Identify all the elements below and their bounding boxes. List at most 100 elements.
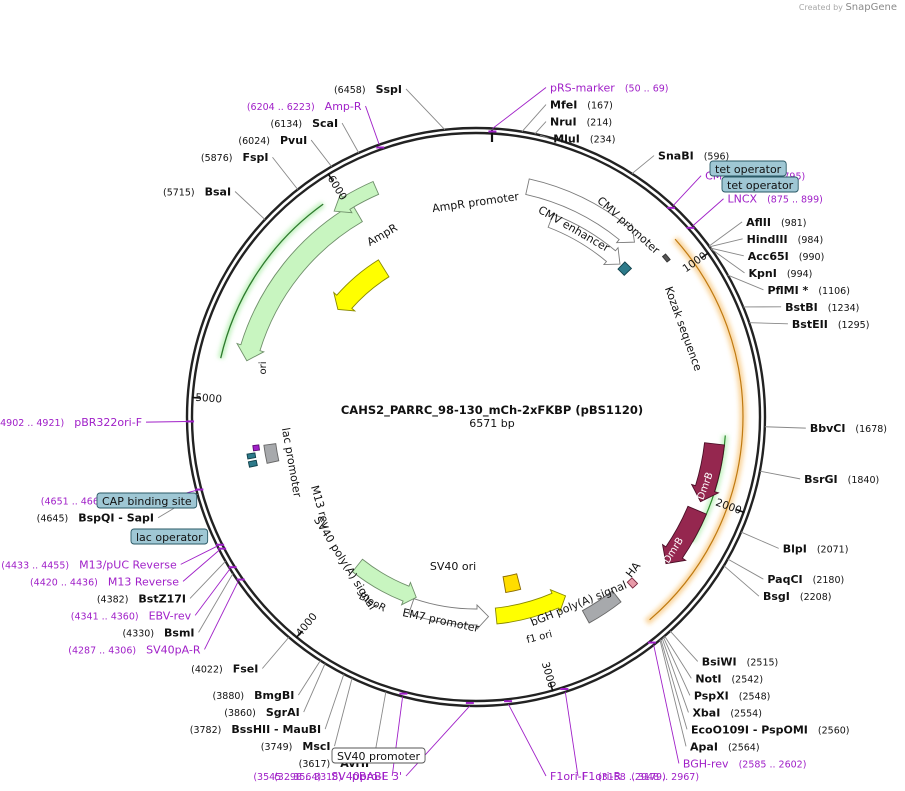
enzyme-leader [334,677,353,747]
feature-label: f1 ori [525,629,553,646]
ampr-arrow [236,203,363,362]
enzyme-leader [659,639,687,747]
enzyme-label: BstEII(1295) [792,318,869,331]
enzyme-position: (4330) [122,628,154,639]
enzyme-position: (5715) [163,188,195,199]
enzyme-label: (6134)ScaI [271,117,339,130]
leader-layer [146,87,806,777]
enzyme-position: (3617) [299,759,331,770]
primer-range: (6204 .. 6223) [247,102,315,113]
enzyme-label: KpnI(994) [749,267,813,280]
tick-mark [327,173,334,182]
credit-prefix: Created by [798,3,843,12]
boxed-feature-frame [96,492,198,509]
primer-label: (3298 .. 3318)pBABE 3' [274,770,402,783]
primer-label: F1ori-F (3158 .. 3179) [550,770,666,783]
ori-arrow [332,259,390,312]
enzyme-position: (234) [590,135,616,146]
enzyme-position: (2542) [731,674,763,685]
enzyme-name: FspI [242,151,268,164]
enzyme-name: BmgBI [254,689,294,702]
primer-leader [672,175,702,206]
enzyme-position: (4382) [97,594,129,605]
enzyme-name: MscI [302,740,330,753]
snapgene-credit: Created by SnapGene [799,2,897,13]
enzyme-name: HindIII [747,233,788,246]
enzyme-name: SnaBI [658,150,694,163]
primer-name: pRS-marker [550,82,615,95]
enzyme-label: (6458)SspI [334,83,402,96]
kozak-block [617,261,633,276]
backbone-outer [185,126,767,708]
enzyme-position: (2071) [817,544,849,555]
primer-leader [492,87,547,129]
primer-range: (4341 .. 4360) [71,611,139,622]
enzyme-name: PaqCI [767,573,802,586]
enzyme-name: BspQI - SapI [78,512,154,525]
feature-label: AmpR [365,221,400,249]
cmv-enhancer-arrow [525,178,636,244]
primer-range: (4651 .. 4668) [41,497,109,508]
tick-mark [191,396,201,399]
enzyme-position: (1234) [828,303,860,314]
enzyme-leader [261,636,290,669]
enzyme-name: BstZ17I [138,592,186,605]
enzyme-position: (3880) [213,691,245,702]
cmv-promoter-arrow [547,213,621,266]
enzyme-leader [669,630,699,662]
primer-label: LNCX(875 .. 899) [728,193,823,206]
enzyme-name: AflII [746,216,771,229]
enzyme-name: BsiWI [702,655,737,668]
enzyme-label: (4330)BsmI [122,626,194,639]
feature-label: SV40 ori [430,560,476,573]
enzyme-leader [303,663,326,713]
enzyme-name: BsgI [763,590,790,603]
dmrb-arrow-2 [661,505,707,565]
enzyme-position: (6458) [334,85,366,96]
enzyme-position: (984) [798,235,824,246]
enzyme-leader [740,531,779,549]
enzyme-leader [661,637,689,713]
enzyme-name: FseI [233,662,259,675]
tick-mark [701,252,710,259]
cap-block [247,459,258,468]
enzyme-label: EcoO109I - PspOMI(2560) [691,723,850,736]
enzyme-leader [759,470,801,480]
enzyme-name: BssHII - MauBI [231,723,321,736]
enzyme-name: BsrGI [804,473,837,486]
primer-name: F1ori-F [550,770,588,783]
orf-line [649,238,744,621]
enzyme-label: PflMI *(1106) [767,284,849,297]
boxed-feature-label: tet operator [727,179,794,192]
enzyme-leader [710,248,745,274]
enzyme-name: BlpI [783,542,807,555]
enzyme-position: (1295) [838,320,870,331]
enzyme-label: (4382) BstZ17I [97,592,186,605]
primer-range: (2585 .. 2602) [739,759,807,770]
primer-name: Amp-R [325,100,362,113]
enzyme-label: SnaBI(596) [658,150,729,163]
enzyme-name: XbaI [692,706,720,719]
primer-range: (3298 .. 3318) [274,772,342,783]
primer-label: (3545 .. 3564)SV40pro-F [253,770,388,783]
bleor-arrow [351,558,417,606]
enzyme-leader [521,104,547,132]
primer-range: (3158 .. 3179) [598,772,666,783]
kozak-mark [661,253,671,263]
enzyme-name: NruI [550,116,577,129]
tick-mark [295,630,303,639]
boxed-feature: CAP binding site [96,492,198,509]
ampr-promoter-arrow [333,180,380,214]
enzyme-label: (3860)SgrAI [224,706,299,719]
primer-label: (4287 .. 4306)SV40pA-R [68,643,201,656]
boxed-feature: lac operator [130,528,209,545]
enzyme-name: NotI [695,672,721,685]
enzyme-label: NruI(214) [550,116,612,129]
enzyme-leader [723,565,760,597]
enzyme-label: MfeI(167) [550,99,613,112]
primer-leader [391,696,404,777]
primer-label: pRS-marker(50 .. 69) [550,82,669,95]
enzyme-label: (4645)BspQI - SapI [37,512,154,525]
label-layer: (6458)SspI (6204 .. 6223) Amp-R (6134)ScaI (… [0,82,887,783]
enzyme-leader [749,322,788,325]
